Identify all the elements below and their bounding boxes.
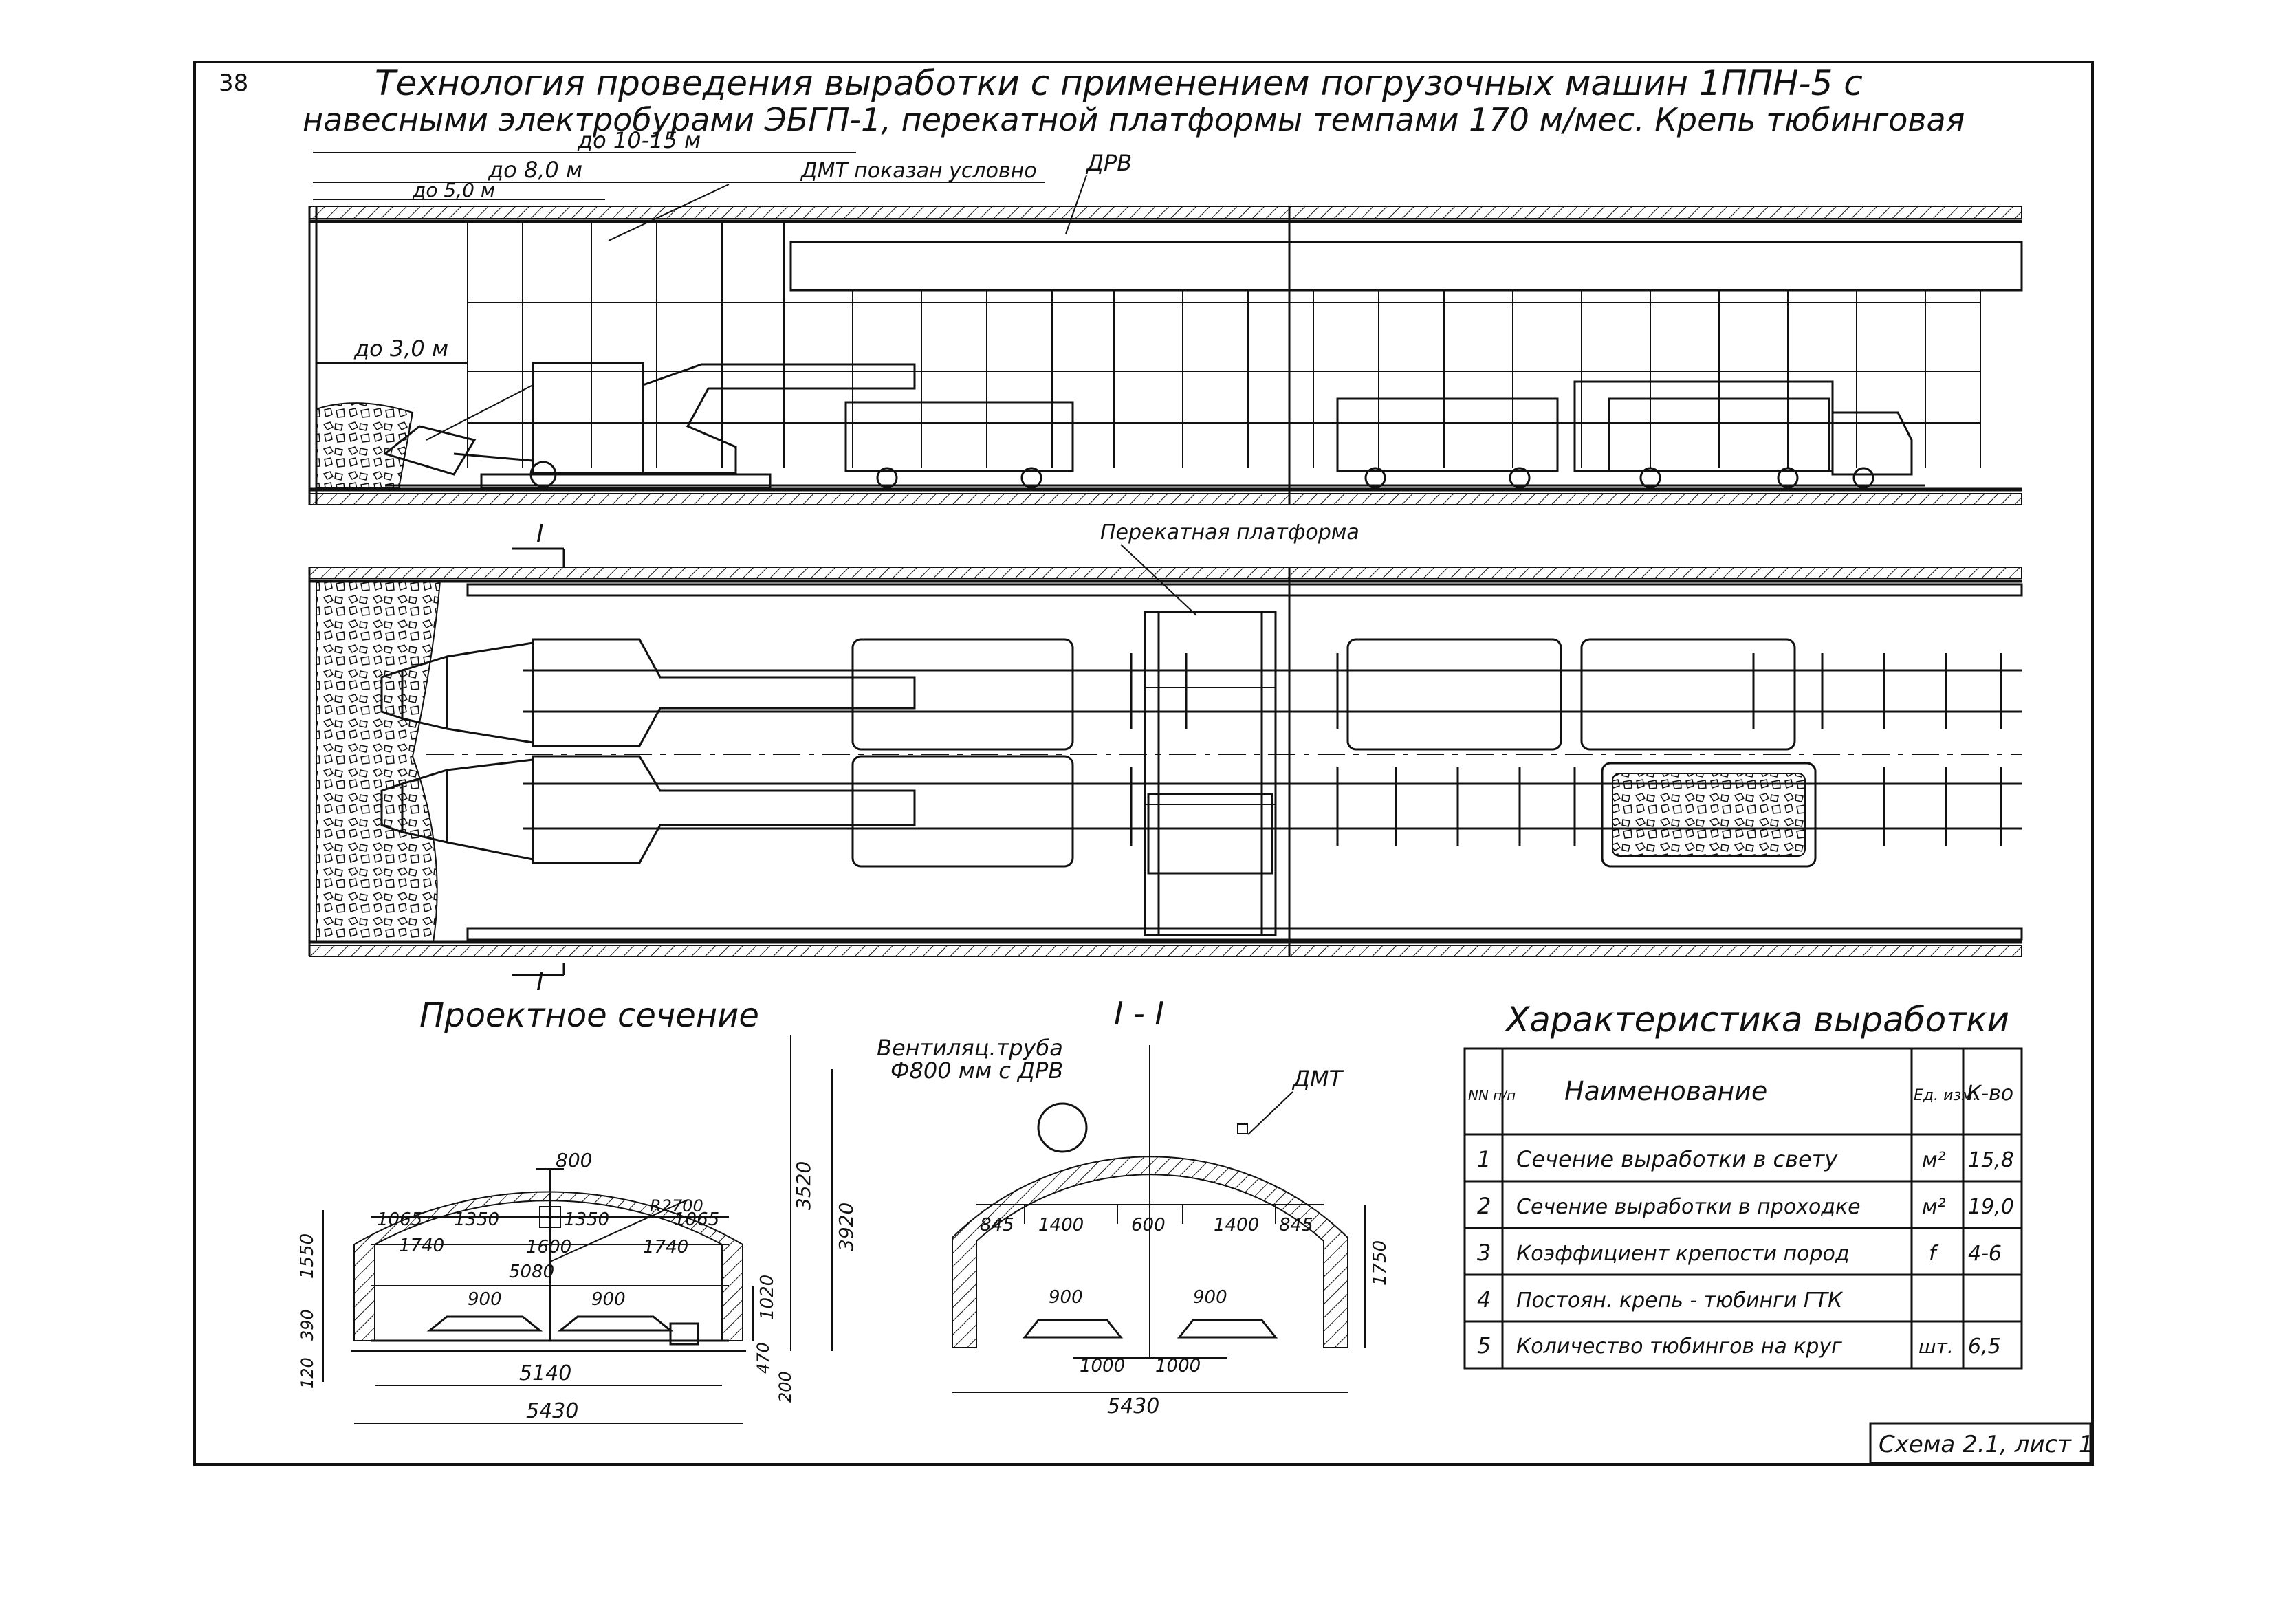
row-3-qty: 4-6 — [1968, 1242, 2002, 1266]
characteristics-title: Характеристика выработки — [1504, 1000, 2009, 1040]
title-line-2: навесными электробурами ЭБГП-1, перекатн… — [303, 101, 1965, 138]
dim-1600: 1600 — [526, 1237, 571, 1258]
row-1-unit: м² — [1922, 1148, 1946, 1172]
dim-1350-right: 1350 — [564, 1209, 609, 1230]
design-section-title: Проектное сечение — [419, 996, 759, 1035]
dmt-note: ДМТ показан условно — [800, 159, 1037, 183]
dim-845-right: 845 — [1279, 1215, 1313, 1236]
dim-1400-left: 1400 — [1038, 1215, 1084, 1236]
th-name: Наименование — [1564, 1076, 1767, 1106]
dim-900-left-11: 900 — [1049, 1287, 1083, 1308]
section-mark-top: I — [536, 520, 544, 548]
table-row: 2 Сечение выработки в проходке м² 19,0 — [1477, 1193, 2014, 1219]
dim-3920: 3920 — [835, 1203, 857, 1251]
section-1-1: I - I Вентиляц.труба Ф800 мм с ДРВ ДМТ 8… — [877, 995, 1390, 1418]
row-5-name: Количество тюбингов на круг — [1516, 1335, 1842, 1359]
dim-1350-left: 1350 — [454, 1209, 499, 1230]
row-5-num: 5 — [1477, 1332, 1491, 1359]
dim-845-left: 845 — [980, 1215, 1014, 1236]
row-1-num: 1 — [1477, 1146, 1491, 1172]
loading-machine — [382, 362, 916, 490]
row-2-num: 2 — [1477, 1193, 1491, 1219]
dim-800: 800 — [556, 1149, 592, 1172]
dim-1020: 1020 — [757, 1275, 778, 1320]
dim-1400-right: 1400 — [1214, 1215, 1259, 1236]
row-4-num: 4 — [1477, 1286, 1491, 1313]
characteristics-table: Характеристика выработки NN п/п Наименов… — [1463, 1000, 2023, 1370]
dim-5080: 5080 — [509, 1262, 554, 1282]
row-2-unit: м² — [1922, 1195, 1946, 1219]
row-2-name: Сечение выработки в проходке — [1516, 1195, 1861, 1219]
table-row: 5 Количество тюбингов на круг шт. 6,5 — [1477, 1332, 2001, 1359]
dim-5m: до 5,0 м — [412, 179, 495, 201]
title-line-1: Технология проведения выработки с примен… — [375, 63, 1863, 103]
th-qty: К-во — [1967, 1082, 2013, 1106]
table-row: 4 Постоян. крепь - тюбинги ГТК — [1477, 1286, 1844, 1313]
row-2-qty: 19,0 — [1968, 1195, 2014, 1219]
dim-470: 470 — [754, 1342, 773, 1374]
dim-900-left: 900 — [468, 1289, 502, 1310]
plan-view: I Перекатная платформа — [308, 520, 2023, 957]
dim-1065-left: 1065 — [377, 1209, 422, 1230]
table-row: 3 Коэффициент крепости пород f 4-6 — [1477, 1240, 2002, 1266]
dim-200: 200 — [776, 1371, 795, 1403]
drv-label: ДРВ — [1085, 150, 1132, 176]
dim-3m: до 3,0 м — [353, 336, 448, 362]
dim-900-right: 900 — [591, 1289, 626, 1310]
scheme-label: Схема 2.1, лист 1 — [1879, 1431, 2094, 1458]
dim-3520: 3520 — [792, 1161, 815, 1210]
dim-1740-right: 1740 — [643, 1237, 688, 1258]
longitudinal-elevation: до 10-15 м до 8,0 м до 5,0 м ДМТ показан… — [308, 127, 2023, 505]
dim-900-right-11: 900 — [1193, 1287, 1227, 1308]
row-5-unit: шт. — [1918, 1335, 1954, 1358]
table-row: 1 Сечение выработки в свету м² 15,8 — [1477, 1146, 2014, 1172]
dim-5140: 5140 — [519, 1361, 571, 1385]
dim-120: 120 — [298, 1357, 317, 1389]
row-5-qty: 6,5 — [1968, 1335, 2001, 1359]
dim-8m: до 8,0 м — [488, 157, 582, 183]
dim-1550: 1550 — [297, 1233, 318, 1279]
row-4-name: Постоян. крепь - тюбинги ГТК — [1516, 1288, 1844, 1313]
section-11-title: I - I — [1114, 995, 1164, 1032]
dim-10-15m: до 10-15 м — [577, 127, 701, 153]
row-3-unit: f — [1929, 1242, 1939, 1266]
dim-1750: 1750 — [1370, 1240, 1390, 1286]
vent-label-2: Ф800 мм с ДРВ — [890, 1057, 1063, 1084]
th-num: NN п/п — [1468, 1087, 1516, 1104]
dim-1740-left: 1740 — [399, 1236, 444, 1256]
row-3-name: Коэффициент крепости пород — [1516, 1242, 1850, 1266]
sheet-frame — [193, 61, 2094, 1466]
dim-1000-right: 1000 — [1155, 1356, 1201, 1376]
platform-label: Перекатная платформа — [1100, 520, 1359, 545]
row-1-name: Сечение выработки в свету — [1516, 1146, 1838, 1172]
section-mark-bottom: I — [536, 968, 544, 996]
dim-1000-left: 1000 — [1080, 1356, 1125, 1376]
design-cross-section: Проектное сечение 800 1065 1350 1350 106… — [297, 996, 857, 1424]
page-number: 38 — [219, 69, 248, 97]
row-3-num: 3 — [1477, 1240, 1491, 1266]
dim-390: 390 — [298, 1309, 317, 1341]
dmt-label: ДМТ — [1291, 1066, 1344, 1092]
dim-5430-11: 5430 — [1107, 1394, 1159, 1418]
dim-1065-right: 1065 — [674, 1209, 719, 1230]
vent-label-1: Вентиляц.труба — [877, 1035, 1063, 1061]
dim-600: 600 — [1131, 1215, 1166, 1236]
dim-5430: 5430 — [526, 1399, 578, 1423]
row-1-qty: 15,8 — [1968, 1148, 2014, 1172]
th-unit: Ед. изм. — [1914, 1087, 1978, 1104]
